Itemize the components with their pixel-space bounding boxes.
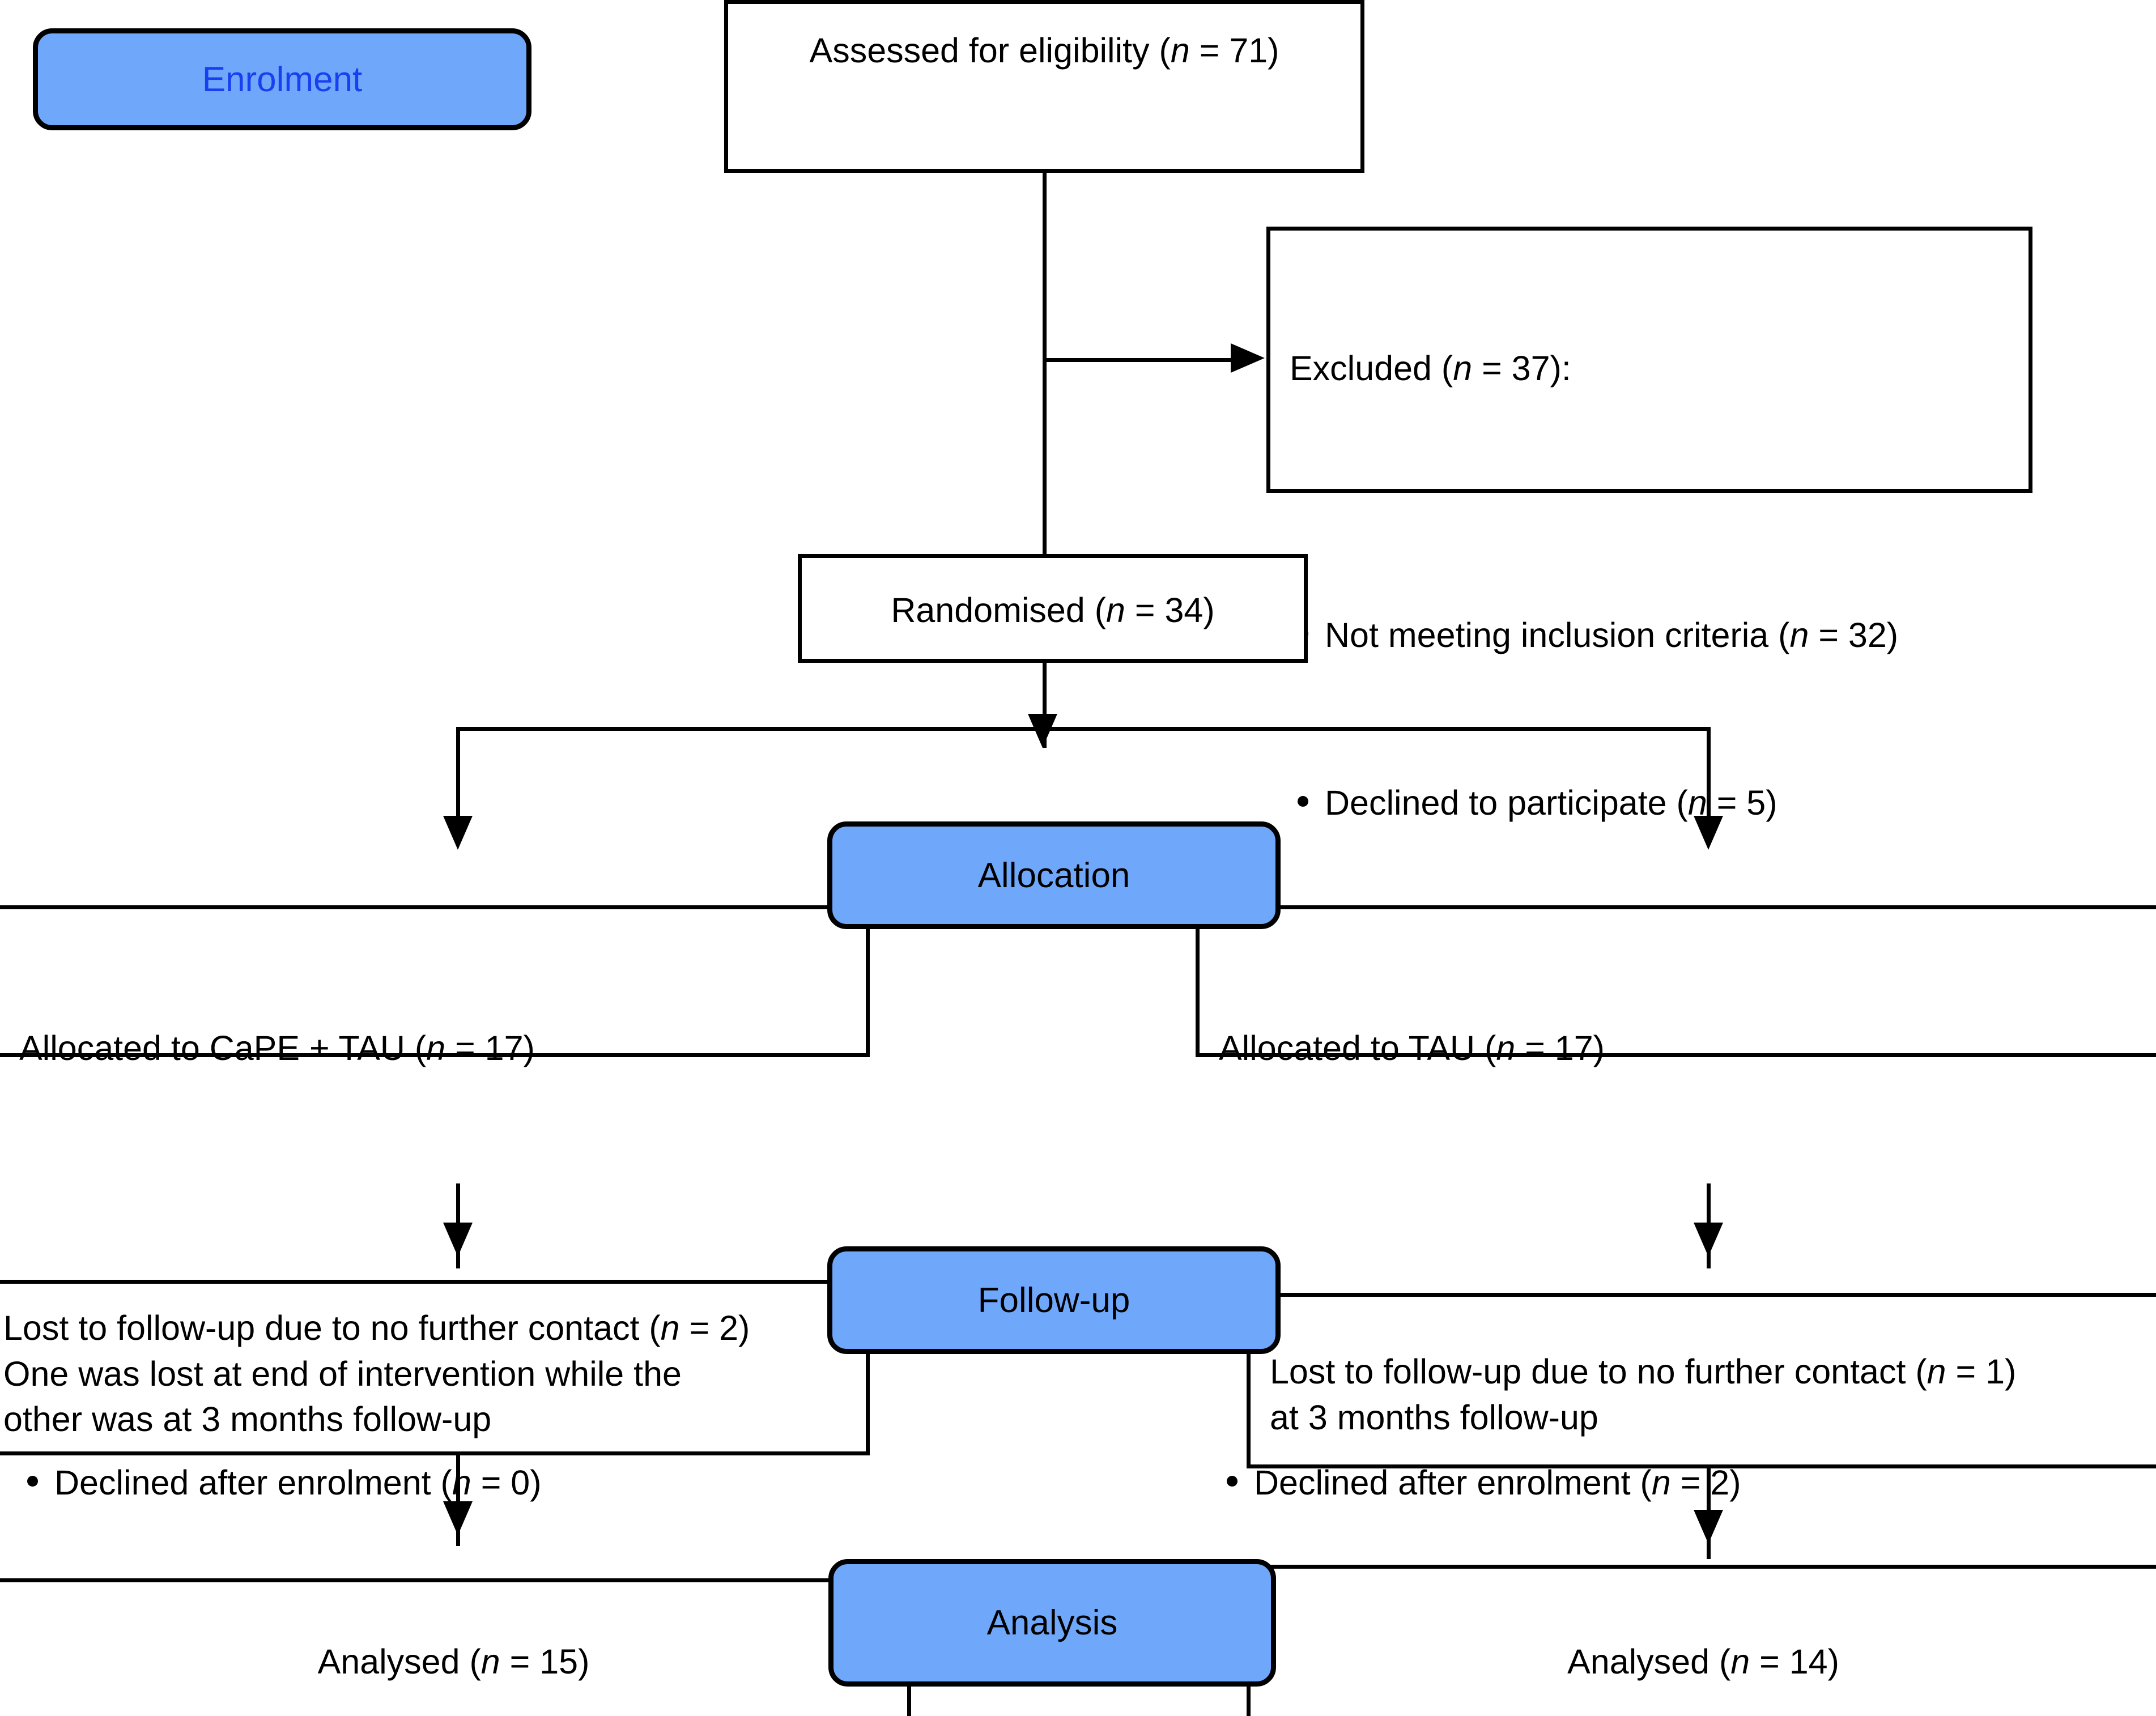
n-symbol: n [426,1029,446,1068]
connector-split-right-down [1707,727,1711,829]
arrowhead-alloc-left [443,816,473,850]
alloc-right-header: Allocated to TAU (n = 17) [1219,1029,1605,1068]
arrowhead-randomised [1028,714,1057,748]
n-symbol: n [1651,1463,1671,1502]
excluded-list: Not meeting inclusion criteria (n = 32) … [1290,522,2009,949]
node-lost-followup-right: Lost to follow-up due to no further cont… [1247,1293,2156,1468]
follow-left-text: Lost to follow-up due to no further cont… [3,1309,750,1439]
node-analysed-left: Analysed (n = 15) [0,1578,911,1716]
stage-label-analysis-text: Analysis [986,1603,1118,1642]
n-symbol: n [1106,591,1125,629]
arrowhead-follow-right [1694,1223,1723,1257]
n-symbol: n [1687,783,1707,822]
n-symbol: n [480,1642,500,1681]
stage-label-enrolment: Enrolment [33,28,531,130]
randomised-text: Randomised (n = 34) [891,591,1215,629]
analysed-right-text: Analysed (n = 14) [1567,1642,1839,1681]
alloc-left-header: Allocated to CaPE + TAU (n = 17) [19,1029,535,1068]
node-analysed-right: Analysed (n = 14) [1247,1565,2156,1716]
n-symbol: n [1170,31,1190,70]
list-item: Declined after enrolment (n = 2) [1219,1461,2137,1505]
stage-label-enrolment-text: Enrolment [202,59,363,99]
connector-follow-left-down [456,1455,460,1546]
arrowhead-alloc-right [1694,816,1723,850]
n-symbol: n [1496,1029,1516,1068]
arrowhead-follow-left [443,1223,473,1257]
analysed-left-text: Analysed (n = 15) [317,1642,590,1681]
node-excluded: Excluded (n = 37): Not meeting inclusion… [1266,227,2032,822]
node-allocated-left: Allocated to CaPE + TAU (n = 17) Receive… [0,905,870,1502]
follow-right-text: Lost to follow-up due to no further cont… [1270,1352,2017,1437]
connector-split-left-down [456,727,460,829]
connector-randomised-down [1043,663,1047,748]
stage-label-followup: Follow-up [827,1246,1281,1354]
n-symbol: n [1789,615,1809,654]
arrowhead-analysis-right [1694,1510,1723,1544]
list-item: Declined to participate (n = 5) [1290,781,2009,825]
n-symbol: n [1730,1642,1750,1681]
connector-assessed-trunk [1043,173,1047,558]
stage-label-analysis: Analysis [828,1559,1276,1687]
stage-label-allocation: Allocation [827,821,1281,929]
n-symbol: n [452,1463,471,1502]
excluded-body: Excluded (n = 37): Not meeting inclusion… [1270,256,2029,1040]
n-symbol: n [1927,1352,1946,1391]
connector-excluded-horizontal [1043,358,1238,362]
node-lost-followup-left: Lost to follow-up due to no further cont… [0,1280,870,1455]
list-item: Not meeting inclusion criteria (n = 32) [1290,614,2009,657]
stage-label-followup-text: Follow-up [977,1280,1130,1320]
n-symbol: n [660,1309,680,1347]
node-assessed-for-eligibility: Assessed for eligibility (n = 71) [724,0,1364,173]
connector-split-bar [456,727,1711,731]
arrowhead-analysis-left [443,1501,473,1535]
n-symbol: n [1453,349,1473,388]
list-item: Declined after enrolment (n = 0) [19,1461,847,1505]
excluded-header: Excluded (n = 37): [1290,349,1571,388]
arrowhead-excluded [1231,343,1265,373]
stage-label-allocation-text: Allocation [977,855,1130,895]
node-allocated-right: Allocated to TAU (n = 17) Received alloc… [1196,905,2156,1502]
assessed-text: Assessed for eligibility (n = 71) [809,31,1279,70]
node-randomised: Randomised (n = 34) [798,554,1308,663]
